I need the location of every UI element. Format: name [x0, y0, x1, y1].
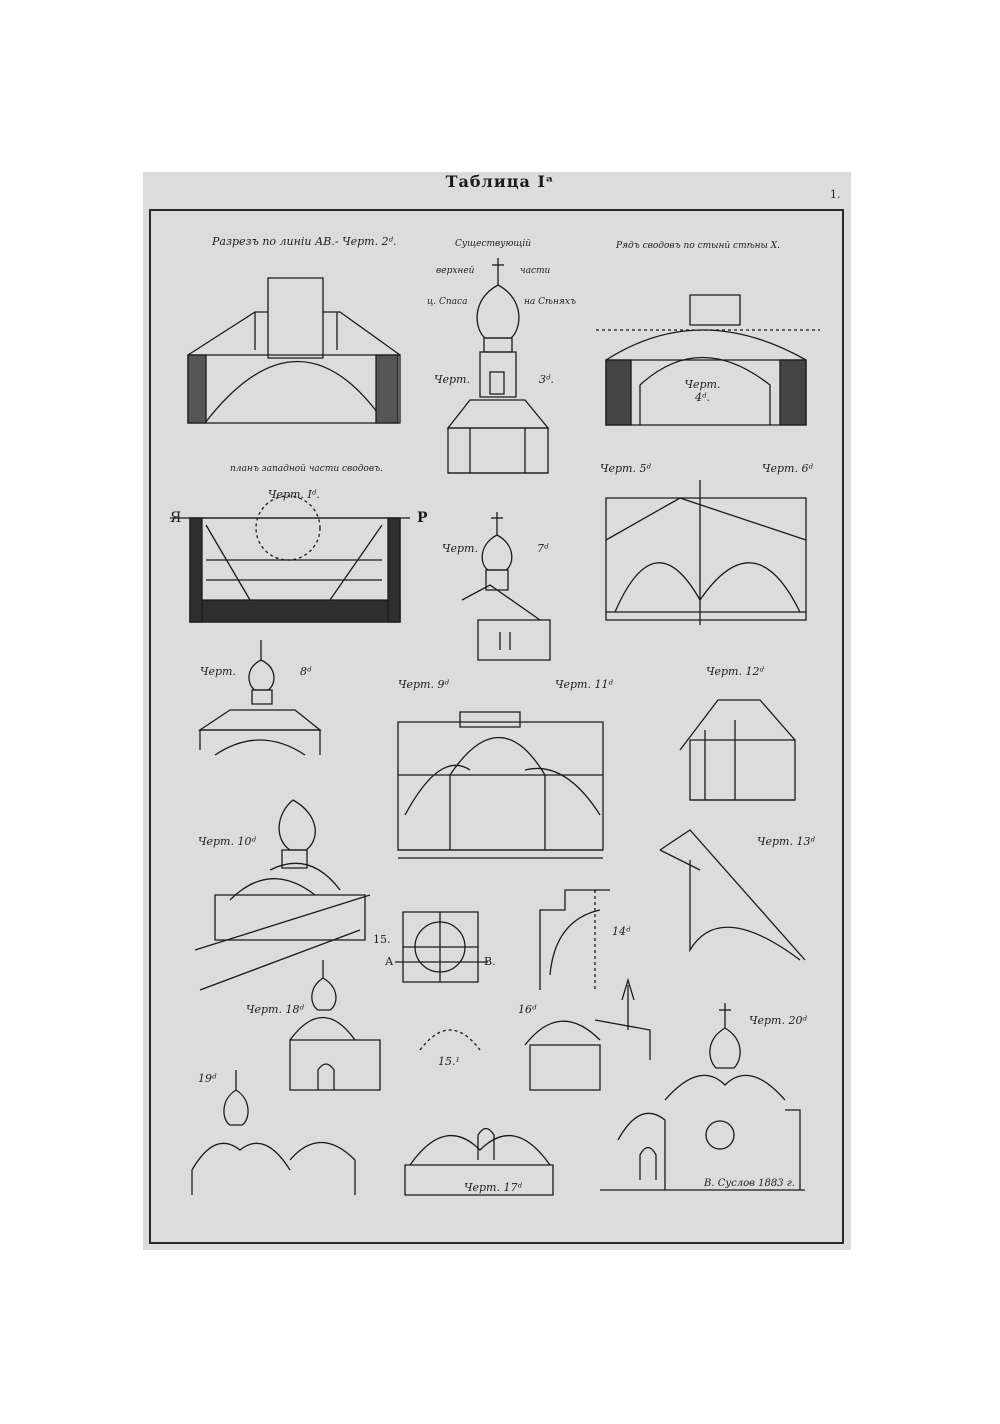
label-fig17: Черт. 17ᵈ — [464, 1181, 522, 1194]
label-fig8-b: 8ᵈ — [300, 665, 312, 678]
label-fig11: Черт. 11ᵈ — [555, 678, 613, 691]
label-fig3-a: Черт. — [434, 373, 470, 386]
label-plan-left-letter: Я — [170, 510, 182, 526]
church-drawing-fig18 — [290, 960, 380, 1090]
plate-frame — [149, 209, 844, 1244]
label-existing-4: ц. Спаса — [427, 297, 468, 307]
cornice-drawing-fig13 — [660, 830, 805, 960]
label-existing-2: верхней — [436, 266, 475, 276]
label-fig7-b: 7ᵈ — [537, 542, 549, 555]
label-existing-3: части — [520, 266, 551, 276]
church-drawing-fig7 — [462, 512, 550, 660]
label-fig13: Черт. 13ᵈ — [757, 835, 815, 848]
section-drawing-fig2 — [188, 278, 400, 423]
church-drawing-fig17 — [405, 1129, 553, 1196]
label-plan: планъ западной части сводовъ. — [230, 464, 383, 474]
vault-row-drawing-fig4 — [596, 295, 820, 425]
label-fig5: Черт. 5ᵈ — [600, 462, 651, 475]
label-fig3-b: 3ᵈ. — [539, 373, 554, 386]
label-fig9: Черт. 9ᵈ — [398, 678, 449, 691]
label-fig7-a: Черт. — [442, 542, 478, 555]
church-drawing-fig19 — [192, 1070, 355, 1195]
label-fig19: 19ᵈ — [198, 1072, 217, 1085]
label-existing-1: Существующiй — [455, 239, 532, 249]
grid-diagram-fig15 — [395, 912, 488, 982]
label-fig15-b: В. — [484, 955, 496, 968]
label-fig15-1: 15.¹ — [438, 1055, 460, 1068]
chapel-drawing-fig12 — [680, 700, 795, 800]
label-fig8-a: Черт. — [200, 665, 236, 678]
label-fig10: Черт. 10ᵈ — [198, 835, 256, 848]
plan-drawing-fig1 — [170, 496, 410, 622]
label-existing-5: на Сѣняхъ — [524, 297, 576, 307]
arch-elevation-drawing-fig9-11 — [398, 712, 603, 858]
page-number: 1. — [830, 188, 841, 201]
label-fig1: Черт. Iᵈ. — [268, 488, 320, 501]
bell-tower-drawing-fig3 — [448, 258, 548, 473]
arc-diagram-fig15-1 — [420, 1030, 480, 1050]
label-fig16: 16ᵈ — [518, 1003, 537, 1016]
church-drawing-fig16 — [525, 980, 650, 1090]
label-fig12: Черт. 12ᵈ — [706, 665, 764, 678]
label-fig14: 14ᵈ — [612, 925, 631, 938]
label-fig6: Черт. 6ᵈ — [762, 462, 813, 475]
label-fig4: Черт. 4ᵈ. — [684, 378, 721, 404]
author-signature: В. Суслов 1883 г. — [704, 1178, 796, 1189]
label-fig15-a: А — [385, 955, 394, 968]
dome-drawing-fig8 — [200, 640, 320, 755]
label-fig20: Черт. 20ᵈ — [749, 1014, 807, 1027]
vault-detail-drawing-fig14 — [540, 890, 610, 990]
label-plan-right-letter: Р — [417, 510, 428, 526]
plate-title: Таблица Iᵃ — [445, 172, 555, 191]
label-fig18: Черт. 18ᵈ — [246, 1003, 304, 1016]
church-facade-drawing-fig20 — [600, 1003, 805, 1190]
label-fig2-section: Разрезъ по линіи АВ.- Черт. 2ᵈ. — [212, 235, 397, 248]
label-fig4-row: Рядъ сводовъ по стынй стѣны Х. — [616, 241, 780, 251]
church-drawing-fig10 — [195, 800, 370, 990]
label-fig15: 15. — [373, 933, 391, 946]
elevation-drawing-fig5-6 — [606, 480, 806, 625]
